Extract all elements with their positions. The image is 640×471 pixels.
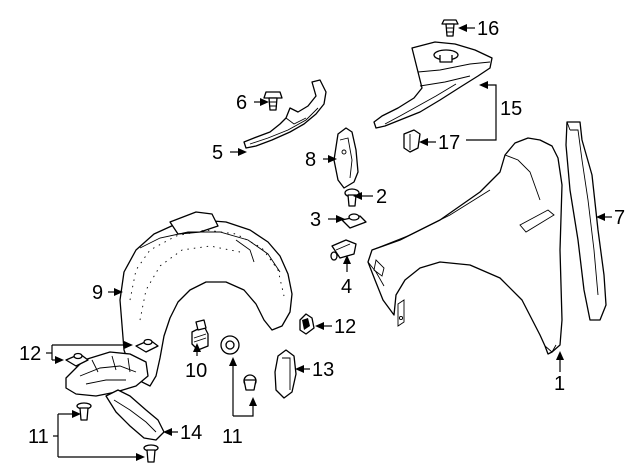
callout-11-left: 11 (28, 426, 49, 448)
callout-3: 3 (310, 209, 321, 231)
callout-17: 17 (438, 132, 460, 154)
splash-guard-13 (274, 349, 297, 399)
leader-lines (46, 24, 612, 461)
callout-11-bottom: 11 (222, 426, 243, 448)
callout-8: 8 (305, 149, 316, 171)
callout-15: 15 (500, 98, 522, 120)
clip-4 (330, 239, 357, 261)
callout-7: 7 (614, 207, 625, 229)
nut-12-upper (135, 338, 159, 353)
callout-labels: 1 2 3 4 5 6 7 8 9 10 11 11 12 12 13 14 1… (19, 18, 625, 448)
bracket-5 (243, 79, 327, 149)
clip-17 (403, 129, 421, 153)
callout-2: 2 (376, 186, 387, 208)
bolt-6 (263, 91, 283, 111)
fender-seal-strip (565, 121, 607, 321)
fender-liner (119, 211, 293, 387)
lower-shield-14 (105, 389, 165, 441)
grommet-11 (220, 335, 240, 355)
callout-13: 13 (312, 359, 334, 381)
callout-14: 14 (180, 422, 202, 444)
callout-1: 1 (554, 373, 565, 395)
callout-10: 10 (185, 360, 207, 382)
callout-4: 4 (341, 276, 352, 298)
callout-9: 9 (92, 282, 103, 304)
bolt-16 (441, 19, 459, 37)
nut-12-right (299, 313, 315, 335)
upper-bracket (373, 41, 493, 129)
callout-6: 6 (236, 92, 247, 114)
fender-panel (367, 137, 563, 355)
clip-10 (191, 319, 209, 351)
callout-16: 16 (477, 18, 499, 40)
callout-12-left: 12 (19, 343, 41, 365)
bolt-11-left-lower (143, 444, 159, 463)
bracket-8 (333, 127, 359, 189)
nut-12-lower (65, 352, 89, 367)
bolt-11-left-upper (76, 402, 92, 421)
lower-liner-section (65, 351, 149, 397)
callout-5: 5 (212, 142, 223, 164)
callout-12-right: 12 (334, 316, 356, 338)
bolt-11-center (243, 374, 257, 391)
nut-3 (341, 213, 367, 229)
